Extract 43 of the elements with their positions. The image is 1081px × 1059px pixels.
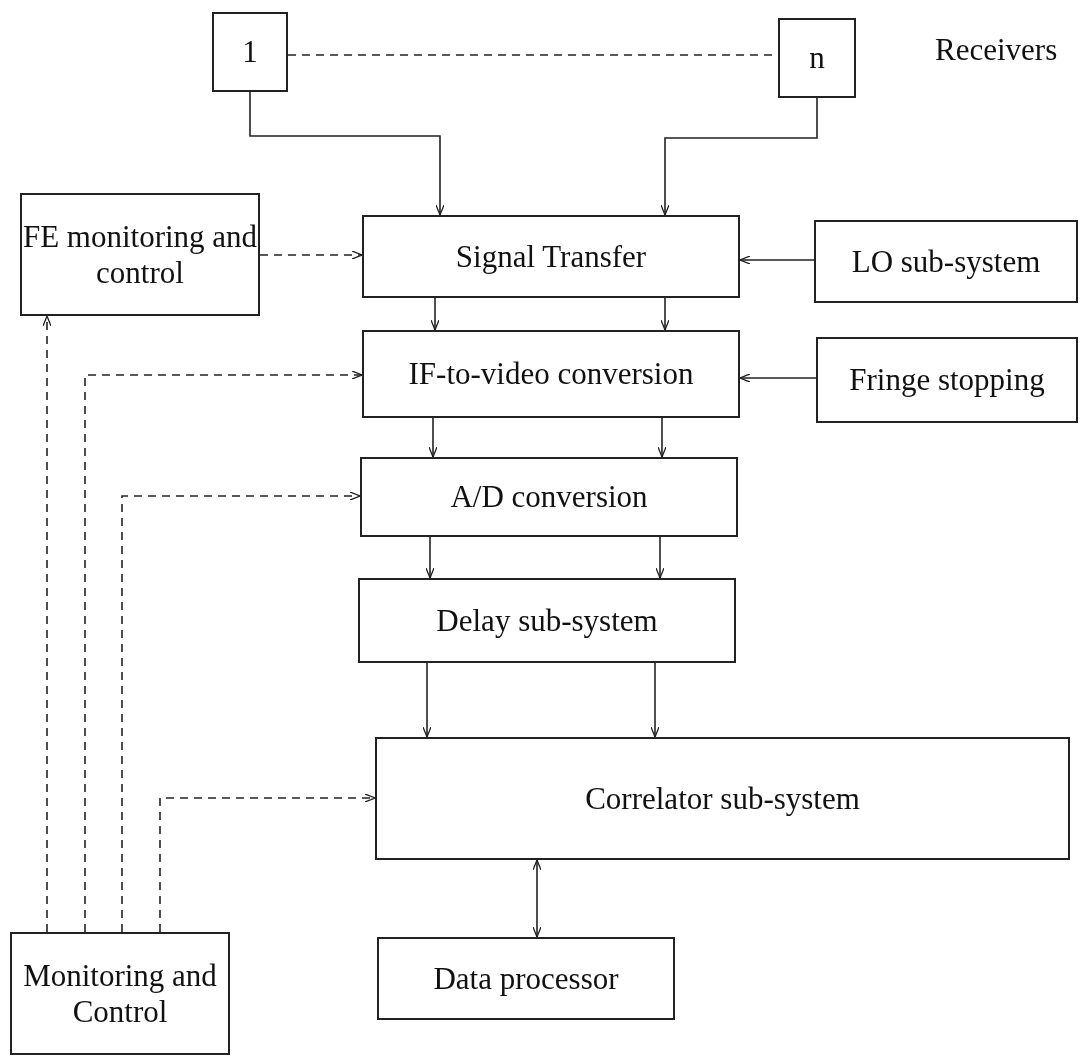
node-label: Monitoring and Control [22,957,218,1030]
node-label: Correlator sub-system [585,780,860,817]
arrow [430,297,440,331]
node-label: FE monitoring and control [22,218,258,291]
node-label: IF-to-video conversion [408,356,694,392]
dashed-arrow [159,793,376,933]
dashed-arrow [84,370,363,933]
arrow [660,297,670,331]
arrow [422,662,432,738]
arrow [425,536,435,579]
receiver-box [212,12,288,92]
node-label: Fringe stopping [849,362,1045,398]
node-label: LO sub-system [851,243,1041,280]
process-box [360,457,738,537]
arrow [739,373,817,383]
node-label: Signal Transfer [455,238,647,275]
arrow [532,859,542,938]
arrow [428,417,438,458]
process-box [377,937,675,1020]
arrow [650,662,660,738]
node-label: n [809,40,825,76]
arrow [249,91,445,216]
process-box [362,330,740,418]
receiver-box [778,18,856,98]
arrow [660,97,818,216]
dashed-arrow [259,250,363,260]
node-label: A/D conversion [450,479,648,515]
group-label: Receivers [935,32,1058,68]
process-box [816,337,1078,423]
process-box [20,193,260,316]
process-box [362,215,740,298]
node-label: Data processor [433,960,619,997]
arrow [739,255,815,265]
process-box [358,578,736,663]
arrow [655,536,665,579]
dashed-arrow [121,491,361,933]
node-label: 1 [242,34,258,70]
process-box [814,220,1078,303]
node-label: Delay sub-system [436,602,658,639]
process-box [375,737,1070,860]
arrow [657,417,667,458]
dashed-arrow [42,315,52,933]
process-box [10,932,230,1055]
